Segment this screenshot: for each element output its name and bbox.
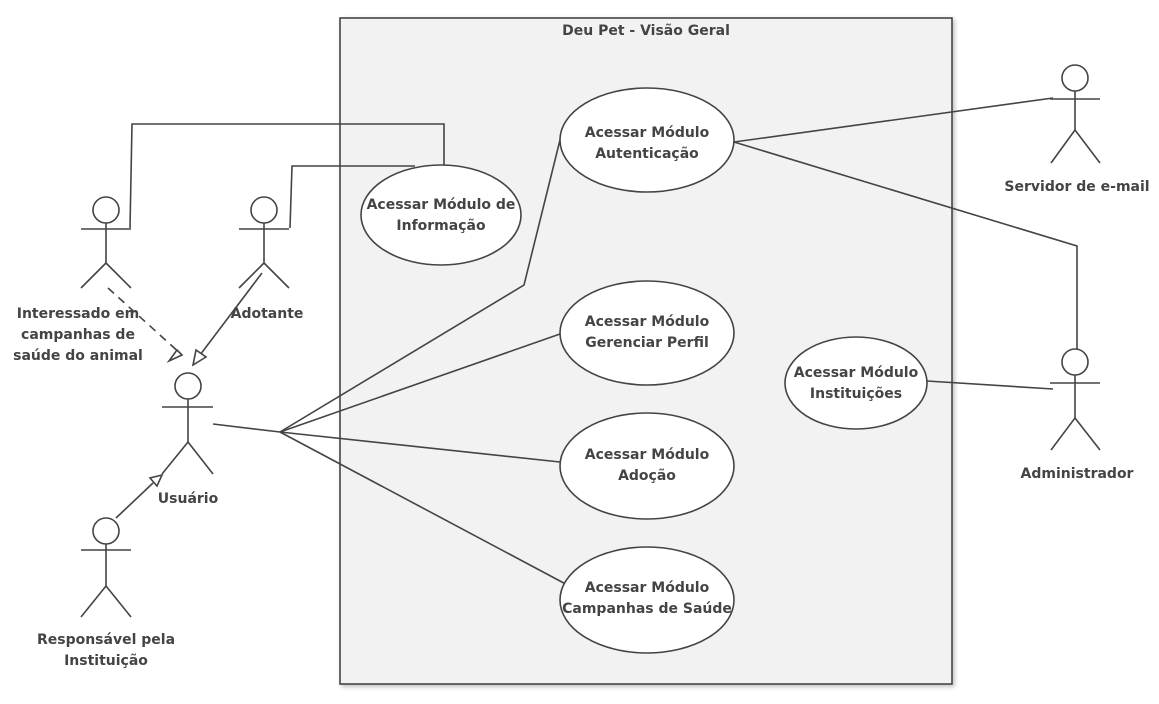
association-user-campaigns[interactable] (279, 431, 576, 590)
use-case-profile-label-1: Acessar Módulo (585, 314, 710, 330)
actor-responsible-right-leg (105, 585, 132, 618)
actor-admin[interactable]: Administrador (1021, 348, 1134, 482)
use-case-campaigns-label-2: Campanhas de Saúde (562, 601, 732, 617)
actor-adopter[interactable]: Adotante (231, 196, 304, 322)
actor-responsible-left-leg (80, 585, 107, 618)
association-institutions-admin[interactable] (926, 380, 1054, 390)
use-case-campaigns[interactable]: Acessar Módulo Campanhas de Saúde (559, 546, 735, 654)
actor-interested-head (92, 196, 120, 224)
actor-admin-right-leg (1074, 417, 1101, 451)
generalization-arrowhead-adopter (191, 348, 208, 367)
actor-user-right-leg (187, 441, 214, 475)
actor-admin-left-leg (1050, 417, 1076, 451)
actor-admin-head (1061, 348, 1089, 376)
association-user-profile[interactable] (279, 333, 561, 433)
use-case-adoption-label-1: Acessar Módulo (585, 447, 710, 463)
use-case-institutions-label-2: Instituições (810, 386, 902, 402)
association-auth-email[interactable] (733, 97, 1054, 143)
use-case-profile-ellipse[interactable] (559, 280, 735, 386)
use-case-auth-ellipse[interactable] (559, 87, 735, 193)
use-case-info-ellipse[interactable] (360, 164, 522, 266)
actor-user-head (174, 372, 202, 400)
use-case-campaigns-ellipse[interactable] (559, 546, 735, 654)
actor-admin-label: Administrador (1021, 466, 1134, 482)
actor-adopter-right-leg (263, 262, 290, 289)
use-case-info-label-1: Acessar Módulo de (367, 197, 516, 213)
generalization-adopter-user[interactable] (199, 272, 263, 356)
actor-email-server[interactable]: Servidor de e-mail (1004, 64, 1150, 195)
use-case-campaigns-label-1: Acessar Módulo (585, 580, 710, 596)
actor-responsible-head (92, 517, 120, 545)
use-case-info[interactable]: Acessar Módulo de Informação (360, 164, 522, 266)
actor-interested-label-2: campanhas de (21, 327, 135, 343)
actor-email-server-right-leg (1074, 129, 1101, 164)
generalization-arrowhead-interested (166, 348, 184, 364)
actor-user-label: Usuário (158, 491, 219, 507)
actor-responsible[interactable]: Responsável pela Instituição (37, 517, 175, 669)
actor-interested-label-1: Interessado em (17, 306, 139, 322)
association-user-adoption[interactable] (279, 431, 561, 463)
relationships (107, 97, 1078, 590)
actor-responsible-label-2: Instituição (64, 653, 148, 669)
association-user-hub[interactable] (212, 423, 281, 433)
system-title: Deu Pet - Visão Geral (562, 23, 730, 39)
actor-interested[interactable]: Interessado em campanhas de saúde do ani… (13, 196, 143, 364)
actor-interested-left-leg (80, 262, 107, 289)
actor-interested-label-3: saúde do animal (13, 348, 143, 364)
association-interested-info[interactable] (129, 123, 445, 229)
actor-email-server-head (1061, 64, 1089, 92)
use-case-auth[interactable]: Acessar Módulo Autenticação (559, 87, 735, 193)
use-case-profile-label-2: Gerenciar Perfil (585, 335, 709, 351)
generalization-arrowhead-responsible (148, 473, 164, 488)
actor-email-server-left-leg (1050, 129, 1076, 164)
use-case-institutions-label-1: Acessar Módulo (794, 365, 919, 381)
generalization-responsible-user[interactable] (115, 482, 154, 519)
actor-email-server-label: Servidor de e-mail (1004, 179, 1149, 195)
use-case-institutions[interactable]: Acessar Módulo Instituições (784, 336, 928, 430)
actor-user-left-leg (161, 441, 189, 475)
use-case-info-label-2: Informação (396, 218, 486, 234)
use-case-adoption[interactable]: Acessar Módulo Adoção (559, 412, 735, 520)
use-case-institutions-ellipse[interactable] (784, 336, 928, 430)
actor-interested-right-leg (105, 262, 132, 289)
generalization-interested-user[interactable] (107, 287, 183, 356)
actor-adopter-left-leg (238, 262, 265, 289)
use-case-auth-label-1: Acessar Módulo (585, 125, 710, 141)
actor-user[interactable]: Usuário (158, 372, 219, 507)
use-case-auth-label-2: Autenticação (595, 146, 699, 162)
use-case-adoption-ellipse[interactable] (559, 412, 735, 520)
association-auth-admin[interactable] (733, 141, 1078, 352)
actor-adopter-head (250, 196, 278, 224)
association-adopter-info[interactable] (289, 165, 415, 229)
association-user-auth[interactable] (279, 139, 561, 433)
actor-responsible-label-1: Responsável pela (37, 632, 175, 648)
use-case-adoption-label-2: Adoção (618, 468, 676, 484)
actor-adopter-label: Adotante (231, 306, 304, 322)
use-case-profile[interactable]: Acessar Módulo Gerenciar Perfil (559, 280, 735, 386)
